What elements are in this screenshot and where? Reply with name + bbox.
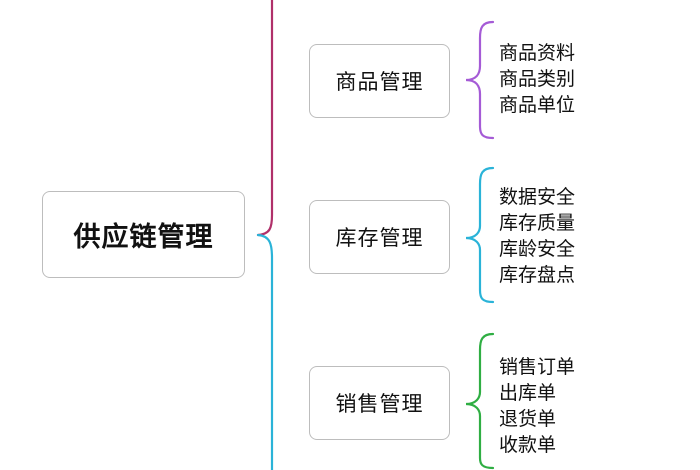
trunk-connector-top [256, 0, 274, 237]
leaf-item[interactable]: 商品资料 [499, 42, 576, 64]
leaf-item[interactable]: 退货单 [499, 408, 557, 430]
leaf-item[interactable]: 收款单 [499, 434, 557, 456]
leaf-list-inventory: 数据安全 库存质量 库龄安全 库存盘点 [499, 184, 575, 288]
leaf-item[interactable]: 库存质量 [499, 212, 576, 234]
leaf-list-sales: 销售订单 出库单 退货单 收款单 [499, 354, 575, 458]
branch-node-product[interactable]: 商品管理 [309, 44, 450, 118]
leaf-item[interactable]: 数据安全 [499, 186, 576, 208]
branch-node-inventory[interactable]: 库存管理 [309, 200, 450, 274]
brace-sales [465, 332, 495, 470]
leaf-item[interactable]: 商品单位 [499, 94, 576, 116]
leaf-item[interactable]: 库存盘点 [499, 264, 576, 286]
branch-node-sales[interactable]: 销售管理 [309, 366, 450, 440]
leaf-list-product: 商品资料 商品类别 商品单位 [499, 40, 575, 118]
leaf-item[interactable]: 库龄安全 [499, 238, 576, 260]
leaf-item[interactable]: 销售订单 [499, 356, 576, 378]
brace-product [465, 20, 495, 140]
trunk-connector-bottom [256, 233, 274, 470]
leaf-item[interactable]: 出库单 [499, 382, 557, 404]
root-node[interactable]: 供应链管理 [42, 191, 245, 278]
brace-inventory [465, 166, 495, 304]
leaf-item[interactable]: 商品类别 [499, 68, 576, 90]
